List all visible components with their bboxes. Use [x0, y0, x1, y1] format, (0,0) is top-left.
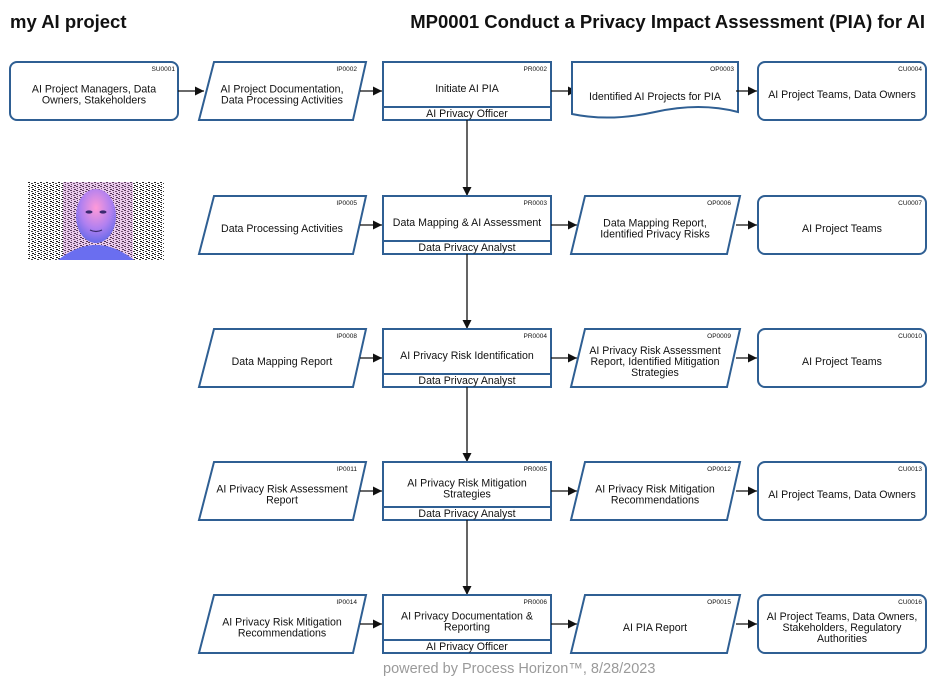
customer-code: CU0004 — [898, 66, 922, 73]
output-code: OP0015 — [707, 599, 731, 606]
customer-box: CU0004 AI Project Teams, Data Owners — [757, 61, 927, 121]
input-label: Data Mapping Report — [232, 356, 333, 368]
connector-arrow — [736, 353, 757, 363]
process-role: Data Privacy Analyst — [418, 242, 515, 254]
process-code: PR0003 — [524, 200, 548, 207]
connector-arrow — [551, 619, 577, 629]
input-code: IP0005 — [336, 200, 357, 207]
connector-arrow — [360, 486, 382, 496]
customer-box: CU0016 AI Project Teams, Data Owners,Stak… — [757, 594, 927, 654]
flow-arrow — [462, 120, 472, 196]
connector-arrow — [360, 86, 382, 96]
customer-box: CU0007 AI Project Teams — [757, 195, 927, 255]
process-code: PR0004 — [524, 333, 548, 340]
customer-label: AI Project Teams, Data Owners — [768, 89, 916, 101]
connector-arrow — [551, 353, 577, 363]
connector-arrow — [736, 486, 757, 496]
input-code: IP0014 — [336, 599, 357, 606]
connector-arrow — [736, 86, 757, 96]
process-label: Data Mapping & AI Assessment — [393, 217, 541, 229]
connector-arrow — [736, 220, 757, 230]
customer-code: CU0007 — [898, 200, 922, 207]
connector-arrow — [360, 619, 382, 629]
input-label: AI Project Documentation,Data Processing… — [220, 83, 343, 106]
output-label: Identified AI Projects for PIA — [589, 91, 722, 103]
flow-arrow — [462, 387, 472, 462]
ai-face-icon — [28, 182, 164, 260]
customer-box: CU0013 AI Project Teams, Data Owners — [757, 461, 927, 521]
connector-arrow — [736, 619, 757, 629]
process-label: AI Privacy Risk Identification — [400, 350, 534, 362]
customer-label: AI Project Teams, Data Owners — [768, 489, 916, 501]
flow-arrow — [462, 254, 472, 329]
input-box: IP0002 AI Project Documentation,Data Proc… — [197, 61, 368, 121]
output-label: AI PIA Report — [623, 622, 687, 634]
connector-arrow — [551, 220, 577, 230]
input-code: IP0002 — [336, 66, 357, 73]
input-code: IP0008 — [336, 333, 357, 340]
connector-arrow — [360, 353, 382, 363]
customer-code: CU0013 — [898, 466, 922, 473]
process-label: AI Privacy Documentation &Reporting — [401, 610, 533, 633]
customer-code: CU0016 — [898, 599, 922, 606]
process-box: PR0004 AI Privacy Risk IdentificationData… — [382, 328, 552, 388]
customer-label: AI Project Teams — [802, 223, 882, 235]
input-label: Data Processing Activities — [221, 223, 343, 235]
process-role: Data Privacy Analyst — [418, 508, 515, 520]
process-role: Data Privacy Analyst — [418, 375, 515, 387]
app-title: my AI project — [10, 11, 127, 32]
output-code: OP0006 — [707, 200, 731, 207]
connector-arrow — [551, 486, 577, 496]
footer-credit: powered by Process Horizon™, 8/28/2023 — [383, 661, 656, 677]
process-code: PR0002 — [524, 66, 548, 73]
output-code: OP0009 — [707, 333, 731, 340]
connector-arrow — [178, 86, 204, 96]
customer-label: AI Project Teams, Data Owners,Stakeholde… — [767, 611, 918, 645]
output-box: OP0015 AI PIA Report — [569, 594, 742, 654]
customer-label: AI Project Teams — [802, 356, 882, 368]
customer-box: CU0010 AI Project Teams — [757, 328, 927, 388]
process-role: AI Privacy Officer — [426, 108, 508, 120]
process-code: PR0006 — [524, 599, 548, 606]
process-role: AI Privacy Officer — [426, 641, 508, 653]
customer-code: CU0010 — [898, 333, 922, 340]
output-code: OP0003 — [710, 66, 734, 73]
ai-face-image — [28, 182, 164, 260]
flow-arrow — [462, 520, 472, 595]
input-code: IP0011 — [337, 466, 358, 473]
process-box: PR0006 AI Privacy Documentation &Reportin… — [382, 594, 552, 654]
diagram-title: MP0001 Conduct a Privacy Impact Assessme… — [410, 11, 925, 32]
process-label: Initiate AI PIA — [435, 83, 500, 95]
process-code: PR0005 — [524, 466, 548, 473]
output-code: OP0012 — [707, 466, 731, 473]
output-label: Data Mapping Report,Identified Privacy R… — [600, 217, 710, 240]
connector-arrow — [360, 220, 382, 230]
supplier-code: SU0001 — [152, 66, 176, 73]
